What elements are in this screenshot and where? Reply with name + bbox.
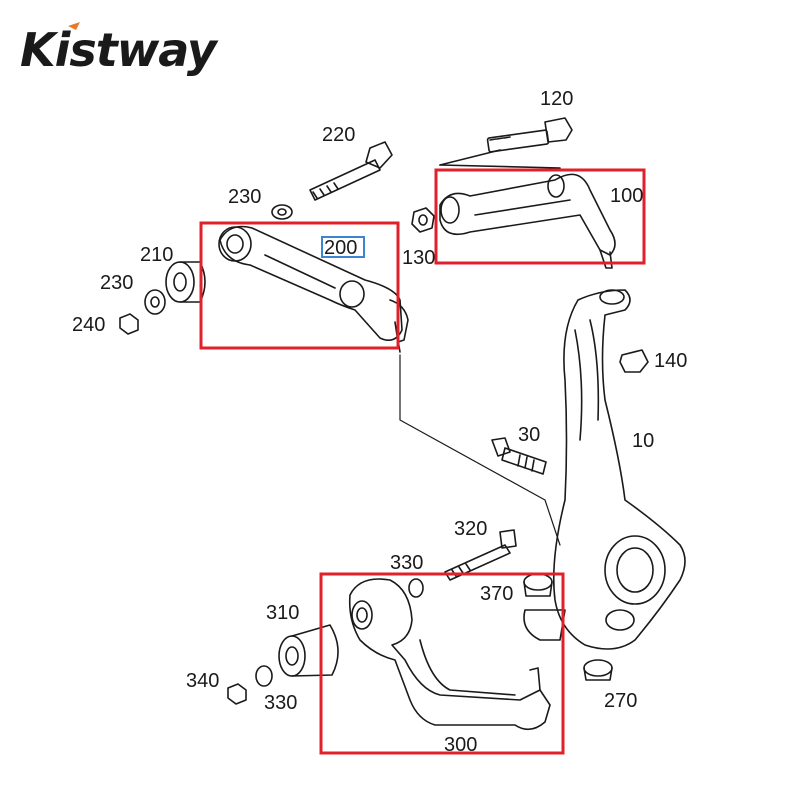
label-10: 10 — [632, 430, 655, 452]
nut-340 — [227, 683, 247, 705]
control-arm-200 — [218, 225, 409, 353]
leader-line — [439, 164, 561, 169]
label-230-lower: 230 — [100, 272, 134, 294]
highlight-frame-100 — [434, 168, 646, 265]
nut-370 — [523, 573, 553, 597]
label-310: 310 — [266, 602, 300, 624]
label-370: 370 — [480, 583, 514, 605]
label-330-top: 330 — [390, 552, 424, 574]
label-210: 210 — [140, 244, 174, 266]
logo-text: Kistway — [20, 23, 219, 77]
washer-330-bottom — [255, 665, 273, 687]
label-120: 120 — [540, 88, 574, 110]
label-130: 130 — [402, 247, 436, 269]
nut-270 — [583, 659, 613, 681]
nut-130 — [411, 207, 435, 233]
washer-230-lower — [144, 289, 166, 315]
steering-knuckle-10 — [523, 289, 686, 650]
label-100: 100 — [610, 185, 644, 207]
washer-230-top — [271, 204, 293, 220]
label-300: 300 — [444, 734, 478, 756]
brand-logo: Kistway — [18, 18, 248, 78]
label-240: 240 — [72, 314, 106, 336]
bolt-120 — [486, 117, 573, 153]
bolt-220 — [309, 141, 393, 201]
upper-arm-100 — [439, 173, 616, 269]
label-340: 340 — [186, 670, 220, 692]
label-320: 320 — [454, 518, 488, 540]
label-230-top: 230 — [228, 186, 262, 208]
selection-box — [321, 236, 365, 258]
highlight-frame-200 — [199, 221, 400, 350]
bushing-310 — [278, 624, 339, 677]
label-220: 220 — [322, 124, 356, 146]
leader-line — [399, 354, 561, 546]
label-30: 30 — [518, 424, 541, 446]
nut-140 — [619, 349, 649, 373]
lower-arm-300 — [348, 578, 551, 731]
label-330-bottom: 330 — [264, 692, 298, 714]
bolt-30 — [491, 437, 547, 475]
label-270: 270 — [604, 690, 638, 712]
washer-330-top — [408, 578, 424, 598]
bushing-210 — [165, 261, 206, 303]
nut-240 — [119, 313, 139, 335]
logo-accent-icon — [68, 22, 80, 30]
label-140: 140 — [654, 350, 688, 372]
logo-mark: Kistway — [20, 22, 220, 77]
highlight-frame-300 — [319, 572, 565, 755]
label-200: 200 — [324, 237, 358, 259]
